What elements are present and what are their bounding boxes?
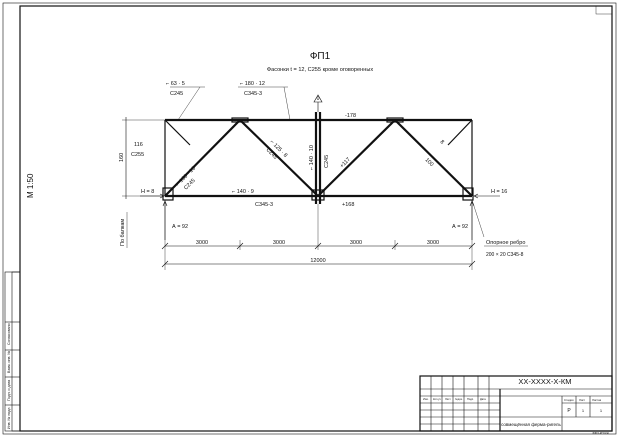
stamp-col-4: №док. xyxy=(455,398,463,401)
top-mid-steel: С345-3 xyxy=(244,91,262,97)
stamp-sheets-num: 1 xyxy=(600,408,603,413)
stamp-code: ХХ-ХХХХ-Х-КМ xyxy=(518,377,571,386)
height-dimension: 160 xyxy=(119,117,165,199)
strip-label-2: Взам. инв. № xyxy=(7,351,11,373)
left-strip: Согласовано Взам. инв. № Подп. и дата Ин… xyxy=(4,271,21,432)
top-left-steel: С245 xyxy=(170,91,183,97)
left-brace xyxy=(164,119,191,146)
right-a-label: А = 92 xyxy=(452,224,468,230)
stamp-col-5: Подп. xyxy=(467,397,474,401)
diagonal-3 xyxy=(317,119,396,197)
support-left: Н = 8 А = 92 По балкам xyxy=(120,189,188,248)
left-note-a: 116 xyxy=(134,142,143,148)
stamp-col-2: Кол.уч xyxy=(433,397,441,401)
stamp-col-1: Изм. xyxy=(423,397,429,401)
dim-seg-2: 3000 xyxy=(273,240,285,246)
right-h-label: Н = 16 xyxy=(491,189,507,195)
stamp-stage-label: Стадия xyxy=(564,398,574,402)
gusset-center xyxy=(311,189,325,201)
dim-seg-4: 3000 xyxy=(427,240,439,246)
gusset-right xyxy=(462,187,474,201)
scale-label: М 1:50 xyxy=(26,173,35,198)
frame-border xyxy=(19,5,613,432)
bottom-section: ⌐ 140 · 9 xyxy=(232,189,254,195)
stamp-col-3: Лист xyxy=(445,397,451,401)
post-a: ⌐ 140 · 10 xyxy=(309,145,315,170)
strip-label-3: Подп. и дата xyxy=(7,380,11,401)
left-h-label: Н = 8 xyxy=(141,189,154,195)
bottom-force: +168 xyxy=(342,202,354,208)
gusset-top-1 xyxy=(231,117,249,123)
dim-seg-3: 3000 xyxy=(350,240,362,246)
title-block: ХХ-ХХХХ-Х-КМ Изм. Кол.уч Лист №док. Подп… xyxy=(419,375,613,435)
diagonal-4 xyxy=(394,119,473,197)
left-a-label: А = 92 xyxy=(172,224,188,230)
bottom-steel: С345-3 xyxy=(255,202,273,208)
stamp-stage: Р xyxy=(567,408,571,414)
height-label: 160 xyxy=(119,153,125,162)
stamp-subject: совмещённая ферма-ригель xyxy=(501,422,561,427)
strip-label-4: Инв. № подл. xyxy=(7,407,11,429)
diag-far-a: 8 xyxy=(439,139,445,145)
diag-far-b: 100 xyxy=(424,157,435,168)
dim-seg-1: 3000 xyxy=(196,240,208,246)
page-subtitle: Фасонки t = 12, С255 кроме оговоренных xyxy=(267,67,373,73)
sheet-border xyxy=(2,2,617,435)
right-brace xyxy=(447,119,473,146)
top-left-section: ⌐ 63 · 5 xyxy=(166,81,185,87)
stamp-sheet-num: 1 xyxy=(582,408,585,413)
left-support-label: По балкам xyxy=(120,219,126,246)
strip-label-1: Согласовано xyxy=(7,323,11,345)
post-b: С245 xyxy=(324,155,330,168)
diagonal-1 xyxy=(164,119,241,197)
dimensions: 3000 3000 3000 3000 12000 xyxy=(161,200,476,270)
stamp-sheet-label: Лист xyxy=(579,398,586,402)
page-title: ФП1 xyxy=(310,51,331,62)
left-note-b: С255 xyxy=(131,152,144,158)
stamp-sheets-label: Листов xyxy=(592,398,602,402)
stamp-corner: ФФ3-КП.КЖ xyxy=(593,431,610,435)
pillar-mark: 0 xyxy=(317,96,320,102)
member-labels: ⌐ 63 · 5 С245 ⌐ 180 · 12 С345-3 -178 116… xyxy=(131,81,445,208)
gusset-top-2 xyxy=(386,117,404,123)
stamp-col-6: Дата xyxy=(480,397,486,401)
rib-note-1: Опорное ребро xyxy=(486,240,525,246)
top-mid-section: ⌐ 180 · 12 xyxy=(240,81,265,87)
top-force: -178 xyxy=(345,113,356,119)
dim-total: 12000 xyxy=(310,258,325,264)
corner-box xyxy=(595,5,613,15)
truss: 0 xyxy=(162,94,474,204)
rib-note-2: 200 × 20 С345-8 xyxy=(486,252,524,258)
gusset-left xyxy=(162,187,174,201)
diagonal-2 xyxy=(239,119,319,197)
